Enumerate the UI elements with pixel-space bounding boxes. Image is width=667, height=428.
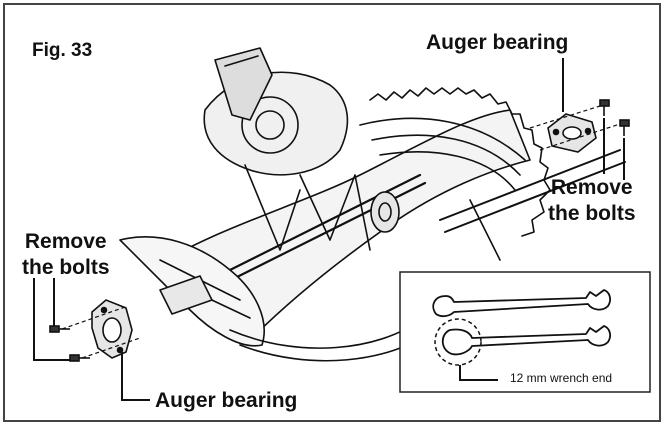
remove-bolts-label-left: Remove the bolts	[22, 229, 110, 281]
auger-bearing-label-bottom: Auger bearing	[155, 389, 298, 412]
remove-bolts-left-line2: the bolts	[22, 256, 110, 279]
remove-bolts-right-line2: the bolts	[548, 202, 636, 225]
remove-bolts-label-right: Remove the bolts	[548, 175, 636, 227]
figure-label: Fig. 33	[32, 40, 93, 61]
remove-bolts-right-line1: Remove	[550, 176, 633, 199]
wrench-caption: 12 mm wrench end	[510, 371, 613, 385]
auger-bearing-label-top: Auger bearing	[426, 31, 569, 54]
remove-bolts-left-line1: Remove	[24, 230, 107, 253]
